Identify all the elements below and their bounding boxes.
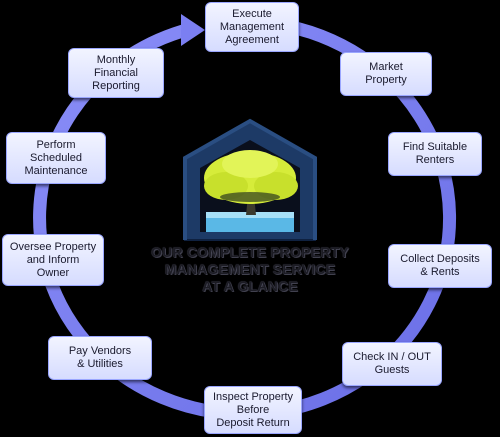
step-box-2: Market Property — [340, 52, 432, 96]
center-title: OUR COMPLETE PROPERTY MANAGEMENT SERVICE… — [151, 244, 349, 294]
step-box-6: Inspect Property Before Deposit Return — [204, 386, 302, 434]
step-box-7: Pay Vendors & Utilities — [48, 336, 152, 380]
step-box-1: Execute Management Agreement — [205, 2, 299, 52]
step-box-4: Collect Deposits & Rents — [388, 244, 492, 288]
house-tree-logo-icon — [183, 118, 317, 241]
step-box-8: Oversee Property and Inform Owner — [2, 234, 104, 286]
step-box-5: Check IN / OUT Guests — [342, 342, 442, 386]
step-box-10: Monthly Financial Reporting — [68, 48, 164, 98]
arrowhead-icon — [181, 14, 205, 46]
step-box-9: Perform Scheduled Maintenance — [6, 132, 106, 184]
step-box-3: Find Suitable Renters — [388, 132, 482, 176]
